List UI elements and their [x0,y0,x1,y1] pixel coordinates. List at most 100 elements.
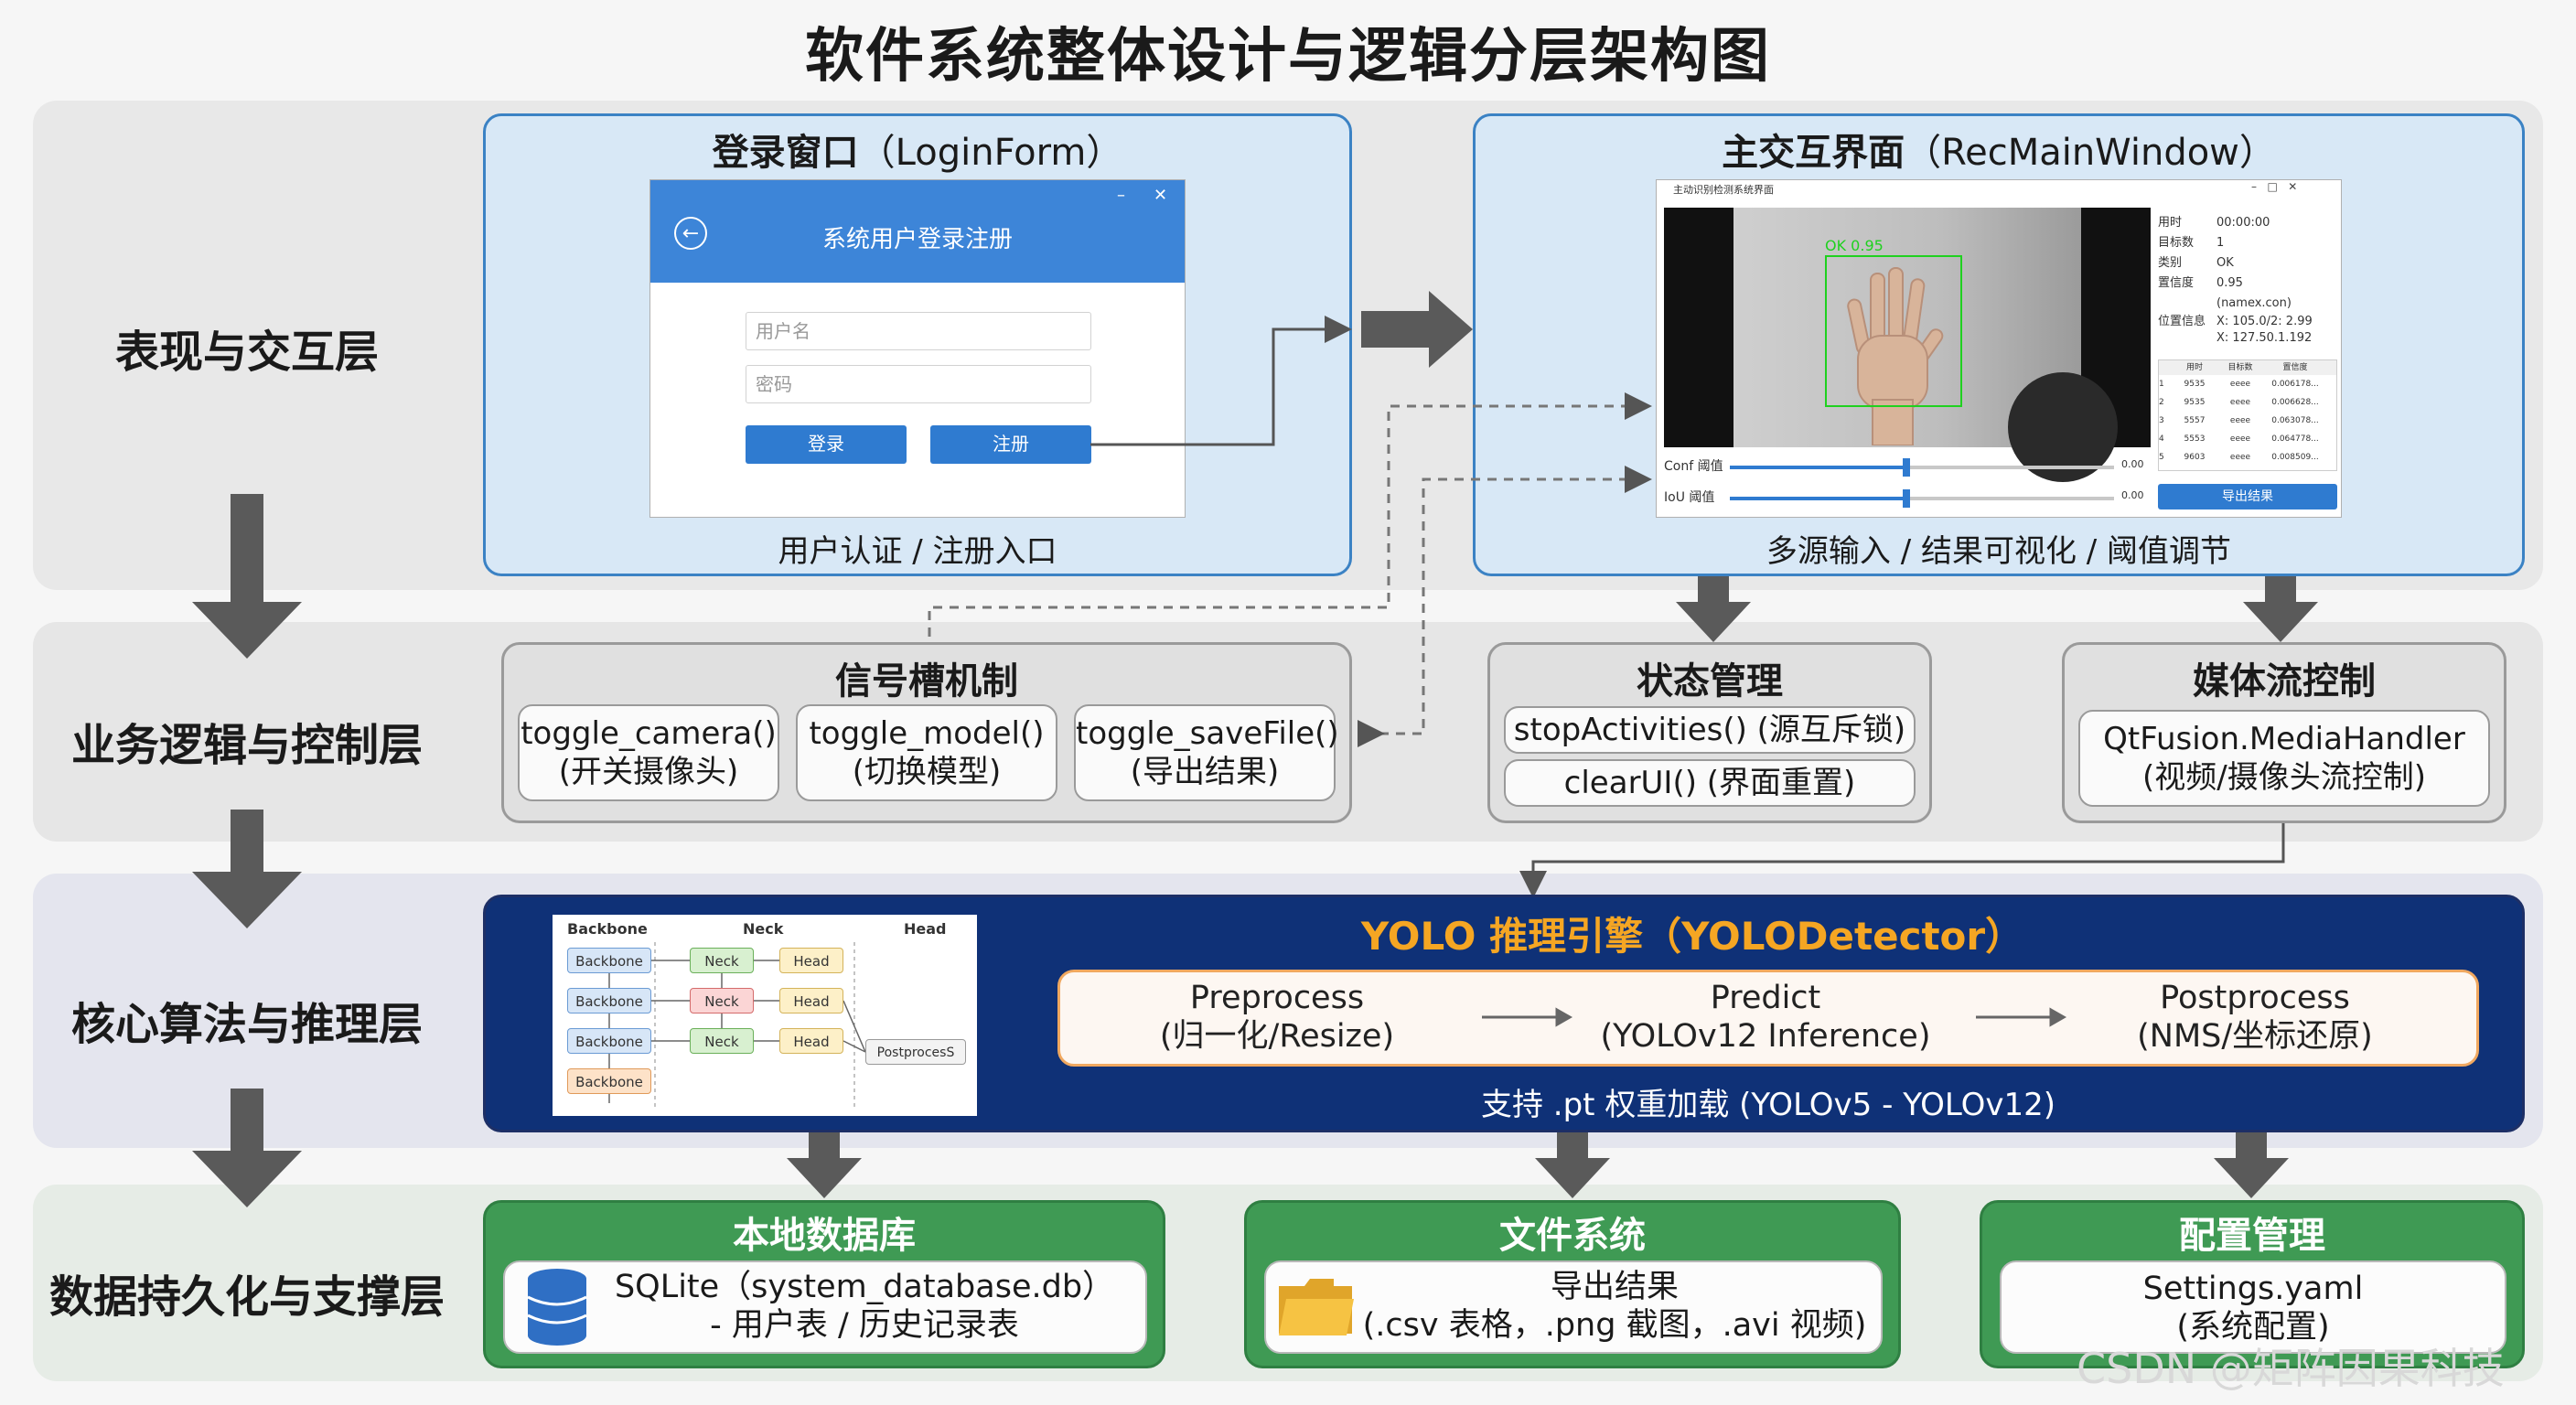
yolo-to-fs-arrow-shaft [1557,1132,1588,1160]
register-button[interactable]: 注册 [930,425,1091,464]
main-caption: 多源输入 / 结果可视化 / 阈值调节 [1766,533,2232,570]
username-input[interactable]: 用户名 [746,312,1091,350]
arch-label-neck: Neck [743,920,784,938]
toggle-model-box: toggle_model() (切换模型) [796,704,1057,801]
login-window-title: 系统用户登录注册 [821,226,1013,253]
database-line1: SQLite（system_database.db） [614,1269,1115,1305]
arch-head-3: Head [779,1028,843,1054]
arch-label-backbone: Backbone [567,920,648,938]
toggle-model-fn: toggle_model() [809,715,1045,752]
yolo-to-fs-arrow-head [1535,1158,1610,1198]
layer-label-presentation: 表现与交互层 [114,327,379,378]
arch-backbone-3: Backbone [567,1028,651,1054]
conf-slider-label: Conf 阈值 [1664,459,1723,474]
iou-slider-label: IoU 阈值 [1664,490,1715,505]
hand-icon [1847,267,1944,445]
password-input[interactable]: 密码 [746,365,1091,403]
folder-icon [1279,1279,1354,1335]
preprocess-desc: (归一化/Resize) [1159,1018,1395,1055]
config-content: Settings.yaml (系统配置) [2000,1260,2506,1354]
login-title-en: （LoginForm） [858,132,1123,174]
postprocess-name: Postprocess [2160,980,2350,1016]
layer-label-data: 数据持久化与支撑层 [48,1271,445,1323]
person-shape [2008,372,2118,482]
arch-postprocess: PostprocesS [865,1039,966,1065]
layer-flow-arrows [192,494,302,1207]
yolo-steps-box [1057,970,2479,1067]
login-to-main-arrow [1361,291,1473,368]
filesystem-title: 文件系统 [1499,1215,1646,1257]
conf-slider-handle[interactable] [1903,458,1911,477]
watermark: CSDN @矩阵因果科技 [2077,1344,2505,1393]
preprocess-name: Preprocess [1189,980,1365,1016]
diagram-title: 软件系统整体设计与逻辑分层架构图 [805,23,1771,91]
yolo-to-config-arrow-shaft [2236,1132,2267,1160]
arch-neck-2: Neck [690,988,754,1014]
database-text: SQLite（system_database.db） - 用户表 / 历史记录表 [595,1268,1134,1345]
login-caption: 用户认证 / 注册入口 [778,533,1057,570]
export-button[interactable]: 导出结果 [2158,484,2337,509]
main-window-controls[interactable]: – □ ✕ [2251,180,2298,193]
dashed-signal-to-main-1 [928,392,1652,637]
toggle-camera-fn: toggle_camera() [521,715,777,752]
filesystem-text: 导出结果 (.csv 表格，.png 截图，.avi 视频) [1354,1268,1875,1345]
predict-step: Predict (YOLOv12 Inference) [1555,979,1976,1056]
login-title-cn: 登录窗口 [712,132,859,174]
iou-slider-handle[interactable] [1903,489,1911,508]
conf-slider-value: 0.00 [2121,458,2144,470]
stop-activities-box: stopActivities() (源互斥锁) [1504,706,1916,754]
filesystem-content [1264,1260,1883,1354]
clear-ui-box: clearUI() (界面重置) [1504,759,1916,807]
conf-slider-fill [1730,466,1907,469]
minimize-icon[interactable]: – [1117,186,1125,205]
detection-label: OK 0.95 [1825,237,1884,254]
conf-slider-track[interactable] [1730,458,2114,477]
yolo-to-db-arrow-head [787,1158,862,1198]
postprocess-step: Postprocess (NMS/坐标还原) [2058,979,2452,1056]
yolo-step-arrows [1482,1007,2067,1027]
main-to-media-arrow-shaft [2265,576,2296,604]
login-window-header [650,180,1185,283]
database-icon [527,1269,587,1346]
layer-label-core: 核心算法与推理层 [70,999,423,1050]
arch-neck-3: Neck [690,1028,754,1054]
iou-slider-track[interactable] [1730,489,2114,508]
media-handler-box: QtFusion.MediaHandler (视频/摄像头流控制) [2078,710,2490,807]
arch-backbone-1: Backbone [567,948,651,973]
video-frame: OK 0.95 [1733,208,2118,482]
signal-panel-title: 信号槽机制 [835,660,1018,702]
yolo-title: YOLO 推理引擎（YOLODetector） [1360,914,2024,959]
register-to-main-line [1090,316,1352,446]
database-line2: - 用户表 / 历史记录表 [710,1307,1019,1344]
yolo-to-config-arrow-head [2214,1158,2289,1198]
main-to-media-arrow-head [2243,602,2318,642]
back-icon[interactable]: ← [674,217,707,250]
close-icon[interactable]: ✕ [1154,186,1168,205]
config-title: 配置管理 [2179,1215,2325,1257]
dashed-signal-to-main-2 [1358,466,1652,747]
database-content [503,1260,1147,1354]
toggle-savefile-fn: toggle_saveFile() [1076,715,1339,752]
login-button[interactable]: 登录 [746,425,907,464]
main-title-en: （RecMainWindow） [1905,132,2276,174]
toggle-model-desc: (切换模型) [852,754,1002,790]
arch-head-2: Head [779,988,843,1014]
media-handler-line1: QtFusion.MediaHandler [2103,721,2465,757]
arch-head-1: Head [779,948,843,973]
media-handler-line2: (视频/摄像头流控制) [2142,759,2426,796]
main-panel-title: 主交互界面（RecMainWindow） [1473,123,2525,176]
iou-slider-value: 0.00 [2121,489,2144,501]
toggle-savefile-desc: (导出结果) [1130,754,1280,790]
predict-desc: (YOLOv12 Inference) [1600,1018,1931,1055]
predict-name: Predict [1710,980,1821,1016]
